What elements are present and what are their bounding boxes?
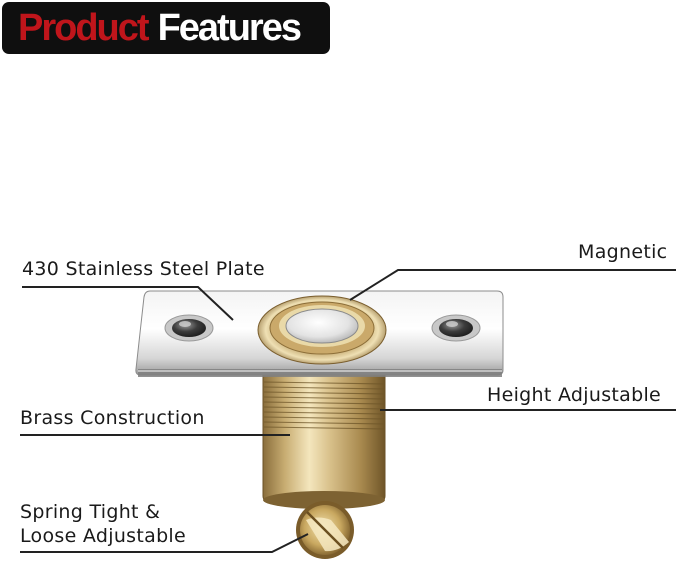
label-stainless-steel-plate: 430 Stainless Steel Plate bbox=[22, 258, 265, 280]
label-brass-construction: Brass Construction bbox=[20, 407, 205, 429]
label-height-adjustable: Height Adjustable bbox=[487, 384, 662, 406]
label-spring-line2: Loose Adjustable bbox=[20, 525, 186, 547]
brass-body bbox=[262, 363, 386, 509]
banner-word-product: Product bbox=[18, 6, 150, 49]
banner-word-features: Features bbox=[157, 6, 302, 49]
spring-adjust-cap-icon bbox=[296, 501, 354, 559]
label-magnetic: Magnetic bbox=[578, 241, 668, 263]
leader-magnetic bbox=[349, 269, 676, 301]
leader-spring bbox=[20, 533, 309, 553]
leader-plate bbox=[22, 286, 234, 321]
label-spring-line1: Spring Tight & bbox=[20, 501, 161, 523]
screw-hole-right-icon bbox=[431, 314, 481, 342]
magnet-assembly bbox=[257, 295, 387, 365]
leader-lines bbox=[20, 269, 676, 553]
product-features-banner: Product Features bbox=[2, 2, 330, 54]
screw-hole-left-icon bbox=[164, 314, 214, 342]
